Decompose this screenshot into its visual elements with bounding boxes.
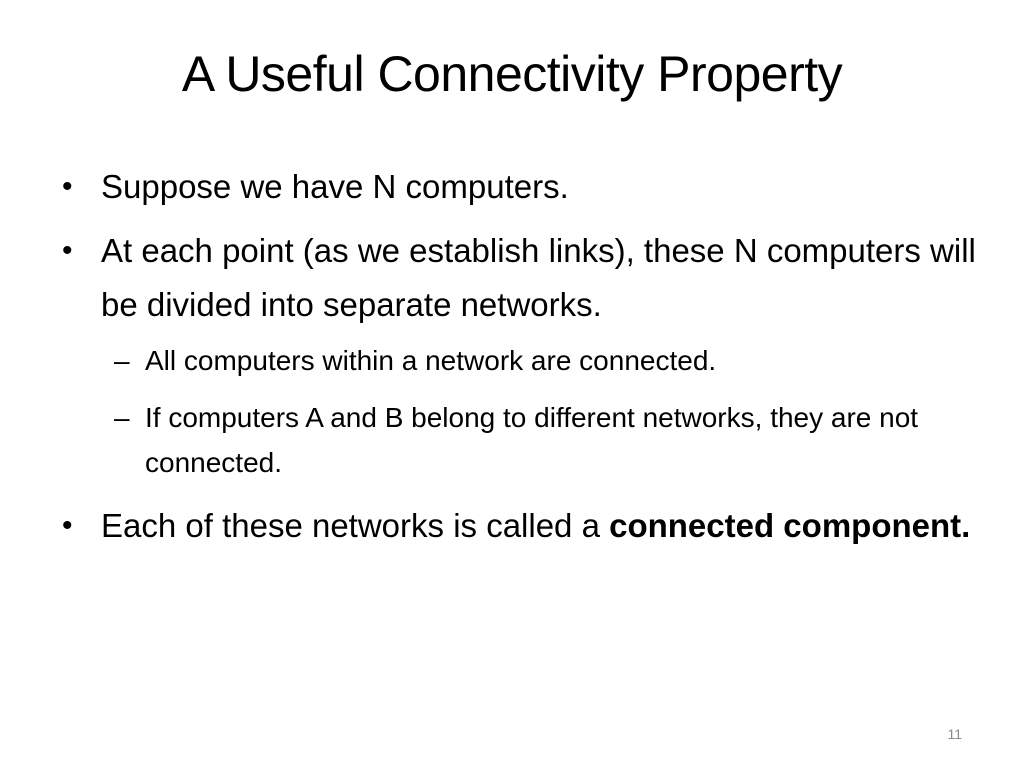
bullet-marker: •: [62, 234, 73, 267]
bullet-item: • Each of these networks is called a con…: [60, 499, 980, 553]
sub-bullet-text: All computers within a network are conne…: [145, 345, 717, 376]
sub-bullet-marker: –: [114, 345, 130, 376]
bullet-item: • At each point (as we establish links),…: [60, 224, 980, 332]
slide-body: • Suppose we have N computers. • At each…: [60, 160, 980, 560]
bullet-text: Each of these networks is called a: [101, 507, 610, 544]
slide-title: A Useful Connectivity Property: [181, 46, 843, 102]
sub-bullet-item: – All computers within a network are con…: [60, 338, 980, 383]
bullet-text: At each point (as we establish links), t…: [101, 232, 976, 323]
bold-term: connected component.: [609, 507, 971, 544]
sub-bullet-text: If computers A and B belong to different…: [145, 402, 919, 478]
sub-bullet-item: – If computers A and B belong to differe…: [60, 395, 980, 485]
sub-bullet-marker: –: [114, 402, 130, 433]
bullet-marker: •: [62, 509, 73, 542]
bullet-item: • Suppose we have N computers.: [60, 160, 980, 214]
bullet-text: Suppose we have N computers.: [101, 168, 569, 205]
bullet-marker: •: [62, 170, 73, 203]
page-number: 11: [947, 726, 962, 742]
